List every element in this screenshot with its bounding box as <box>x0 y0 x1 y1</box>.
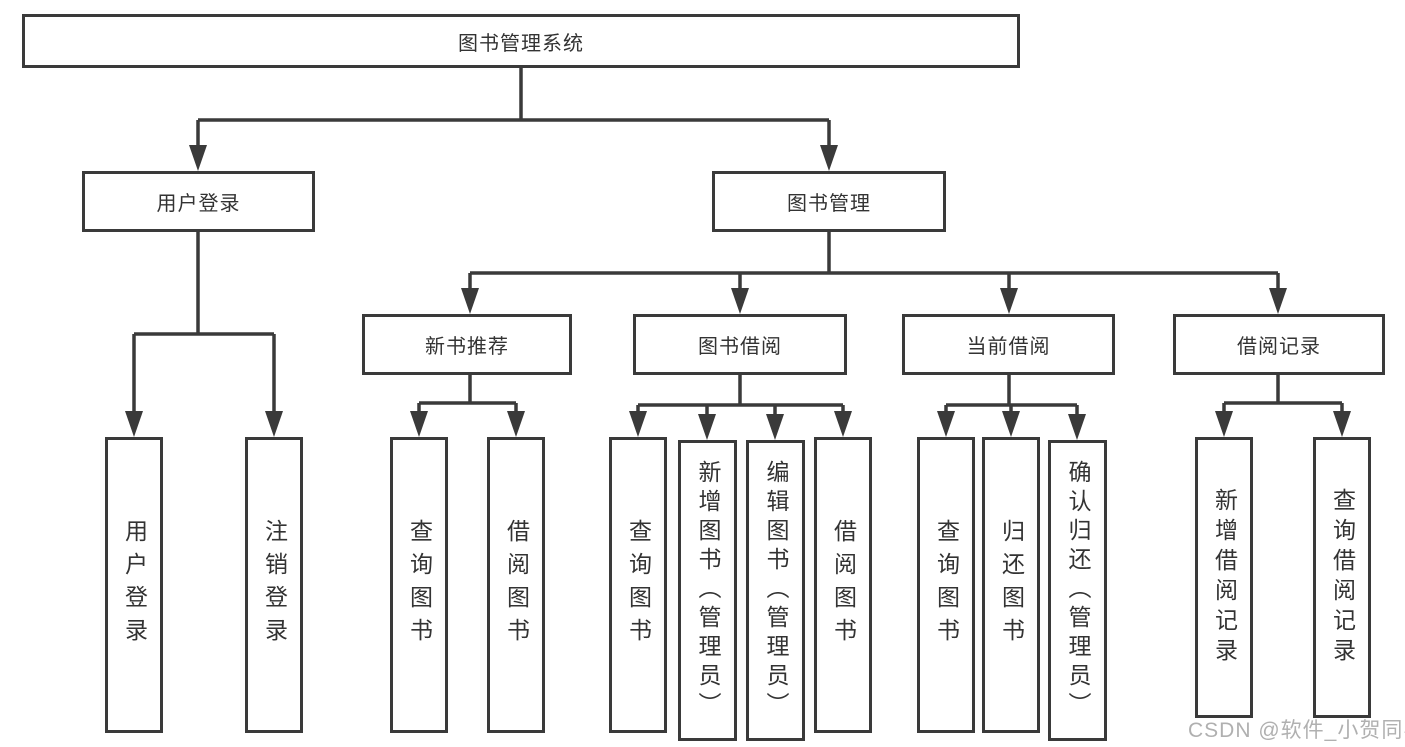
leaf-nb-borrow-books-label: 借阅图书 <box>503 519 530 651</box>
leaf-bb-edit-books-admin: 编辑图书（管理员） <box>746 440 805 741</box>
leaf-cb-return-books: 归还图书 <box>982 437 1040 733</box>
leaf-cb-query-books: 查询图书 <box>917 437 975 733</box>
leaf-rec-add-record-label: 新增借阅记录 <box>1211 487 1238 668</box>
arrowheads <box>125 145 1351 440</box>
node-book-borrow-label: 图书借阅 <box>698 336 782 358</box>
leaf-rec-add-record: 新增借阅记录 <box>1195 437 1253 718</box>
leaf-bb-query-books: 查询图书 <box>609 437 667 733</box>
node-borrow-records-label: 借阅记录 <box>1237 336 1321 358</box>
leaf-logout: 注销登录 <box>245 437 303 733</box>
leaf-logout-label: 注销登录 <box>261 519 288 651</box>
leaf-nb-query-books-label: 查询图书 <box>406 519 433 651</box>
leaf-nb-query-books: 查询图书 <box>390 437 448 733</box>
leaf-cb-confirm-return-admin: 确认归还（管理员） <box>1048 440 1107 741</box>
leaf-bb-add-books-admin: 新增图书（管理员） <box>678 440 737 741</box>
csdn-watermark: CSDN @软件_小贺同学 <box>1188 719 1405 742</box>
leaf-user-login-label: 用户登录 <box>121 519 148 651</box>
node-new-book-recommend-label: 新书推荐 <box>425 336 509 358</box>
leaf-bb-add-books-admin-label: 新增图书（管理员） <box>695 460 721 721</box>
leaf-user-login: 用户登录 <box>105 437 163 733</box>
node-book-borrow: 图书借阅 <box>633 314 847 375</box>
node-borrow-records: 借阅记录 <box>1173 314 1385 375</box>
node-user-login: 用户登录 <box>82 171 315 232</box>
leaf-rec-query-record: 查询借阅记录 <box>1313 437 1371 718</box>
tree-connectors <box>132 68 1344 418</box>
node-book-management: 图书管理 <box>712 171 946 232</box>
node-root: 图书管理系统 <box>22 14 1020 68</box>
leaf-cb-confirm-return-admin-label: 确认归还（管理员） <box>1065 460 1091 721</box>
node-current-borrow: 当前借阅 <box>902 314 1115 375</box>
node-user-login-label: 用户登录 <box>156 193 241 215</box>
node-book-management-label: 图书管理 <box>787 193 871 215</box>
leaf-nb-borrow-books: 借阅图书 <box>487 437 545 733</box>
leaf-bb-borrow-books-label: 借阅图书 <box>830 519 857 651</box>
node-new-book-recommend: 新书推荐 <box>362 314 572 375</box>
leaf-cb-return-books-label: 归还图书 <box>998 519 1025 651</box>
leaf-bb-edit-books-admin-label: 编辑图书（管理员） <box>763 460 789 721</box>
leaf-bb-query-books-label: 查询图书 <box>625 519 652 651</box>
leaf-rec-query-record-label: 查询借阅记录 <box>1329 487 1356 668</box>
leaf-bb-borrow-books: 借阅图书 <box>814 437 872 733</box>
leaf-cb-query-books-label: 查询图书 <box>933 519 960 651</box>
node-root-label: 图书管理系统 <box>458 32 584 55</box>
node-current-borrow-label: 当前借阅 <box>966 336 1051 358</box>
